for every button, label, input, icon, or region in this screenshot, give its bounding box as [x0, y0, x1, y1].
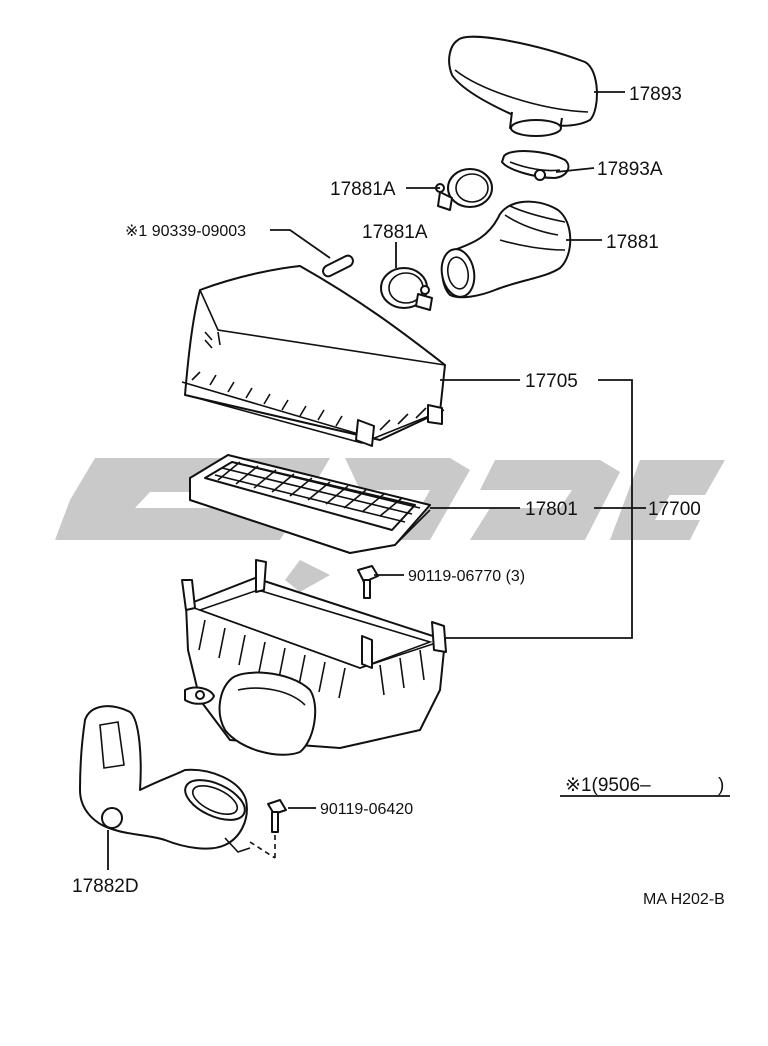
note-text: ※1(9506– [565, 775, 651, 796]
label-17881a-upper: 17881A [330, 179, 396, 200]
part-17893-drawing [448, 35, 598, 137]
diagram-code: MA H202-B [643, 891, 725, 908]
leader-17700-bracket [445, 379, 633, 639]
label-17882d: 17882D [72, 876, 139, 897]
label-17801: 17801 [525, 499, 578, 520]
part-17881a-lower-drawing [380, 267, 433, 311]
part-17882d-drawing [79, 705, 251, 853]
part-17801-drawing [189, 454, 431, 554]
note-close: ) [718, 775, 724, 796]
part-17893a-drawing [501, 150, 570, 181]
label-17893: 17893 [629, 84, 682, 105]
part-90339-drawing [322, 254, 354, 278]
part-17700-lower-case-drawing [181, 559, 447, 756]
part-90119-06770-drawing [357, 565, 379, 599]
label-90339-09003: ※1 90339-09003 [125, 223, 246, 240]
part-17881a-upper-drawing [435, 168, 493, 211]
label-17881a-lower: 17881A [362, 222, 428, 243]
leader-17893a [555, 167, 595, 173]
label-17893a: 17893A [597, 159, 663, 180]
label-90119-06770: 90119-06770 (3) [408, 568, 525, 585]
label-17881: 17881 [606, 232, 659, 253]
part-17705-drawing [181, 265, 446, 447]
part-17881-drawing [440, 200, 572, 299]
label-17705: 17705 [525, 371, 578, 392]
leader-90339 [270, 229, 331, 259]
label-17700: 17700 [648, 499, 701, 520]
part-90119-06420-drawing [249, 799, 287, 860]
label-90119-06420: 90119-06420 [320, 801, 413, 818]
